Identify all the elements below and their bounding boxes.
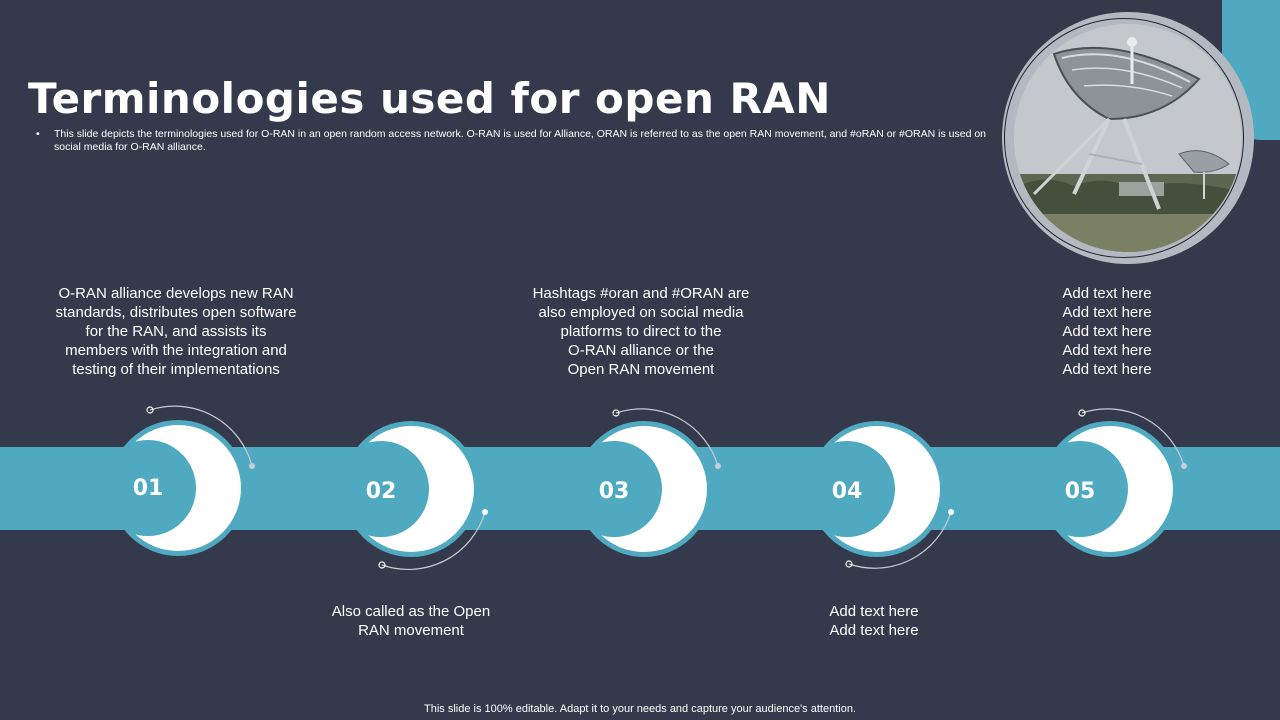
step-05-arc-end-dot (1181, 463, 1187, 469)
step-01: 01 (100, 405, 255, 556)
step-05-text: Add text here Add text here Add text her… (1062, 285, 1152, 378)
slide-description: • This slide depicts the terminologies u… (36, 128, 1011, 154)
step-number-01: 01 (133, 476, 164, 501)
step-01-arc-start-dot (146, 406, 154, 414)
step-03-text: Hashtags #oran and #ORAN are also employ… (532, 285, 750, 378)
step-02-text: Also called as the Open RAN movement (331, 603, 491, 639)
step-05-arc-start-dot (1078, 409, 1086, 417)
description-text: This slide depicts the terminologies use… (54, 128, 987, 153)
step-02-arc (381, 511, 486, 571)
page-title: Terminologies used for open RAN (28, 74, 831, 123)
bullet-marker: • (36, 128, 40, 140)
step-02: 02 (333, 421, 488, 571)
step-03: 03 (566, 408, 721, 557)
step-01-arc-end-dot (249, 463, 255, 469)
step-02-arc-start-dot (482, 509, 488, 515)
step-04: 04 (799, 421, 954, 569)
step-04-arc-end-dot (845, 560, 853, 568)
footer-note: This slide is 100% editable. Adapt it to… (424, 703, 856, 715)
step-02-arc-end-dot (378, 561, 386, 569)
step-04-text: Add text here Add text here (829, 603, 919, 639)
step-number-03: 03 (599, 479, 630, 504)
step-number-02: 02 (366, 479, 397, 504)
step-05: 05 (1032, 408, 1187, 557)
step-01-arc (149, 405, 253, 467)
step-number-05: 05 (1065, 479, 1096, 504)
step-05-arc (1081, 408, 1185, 467)
step-01-text: O-RAN alliance develops new RAN standard… (55, 285, 297, 378)
step-03-arc-end-dot (715, 463, 721, 469)
step-03-arc (615, 408, 719, 467)
step-number-04: 04 (832, 479, 863, 504)
step-04-arc (848, 511, 952, 569)
photo-ring (1004, 18, 1244, 258)
step-03-arc-start-dot (612, 409, 620, 417)
step-04-arc-start-dot (948, 509, 954, 515)
